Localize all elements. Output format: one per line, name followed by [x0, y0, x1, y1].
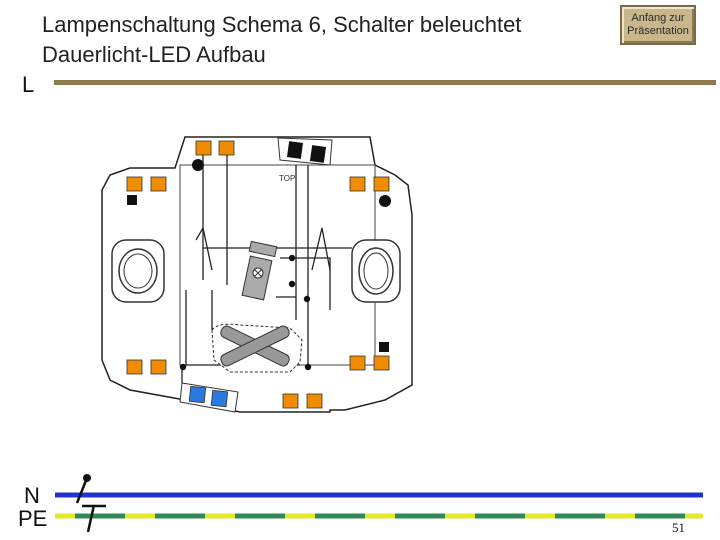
- junction-1: [288, 254, 296, 262]
- terminal-dot-top: [192, 159, 204, 171]
- phase-line-L: [54, 80, 716, 85]
- top-label: TOP: [279, 174, 295, 183]
- terminal-black-2: [309, 145, 327, 163]
- left-mount-hole: [118, 248, 158, 294]
- rocker-cap: [248, 240, 278, 258]
- terminal-orange-1: [195, 140, 212, 156]
- terminal-orange-11: [282, 393, 299, 409]
- page-number: 51: [672, 520, 685, 535]
- junction-2: [288, 280, 296, 288]
- terminal-blue-2: [210, 389, 229, 408]
- terminal-black-1: [286, 141, 304, 159]
- title-line-1: Lampenschaltung Schema 6, Schalter beleu…: [42, 12, 522, 37]
- pe-symbol-stem: [86, 504, 96, 533]
- start-presentation-button[interactable]: Anfang zur Präsentation: [620, 5, 696, 45]
- switch-housing: [101, 136, 413, 413]
- start-presentation-button-label: Anfang zur Präsentation: [627, 12, 689, 37]
- terminal-blue-1: [188, 385, 207, 404]
- terminal-orange-7: [126, 359, 143, 375]
- label-N: N: [24, 483, 40, 508]
- terminal-orange-4: [150, 176, 167, 192]
- terminal-orange-12: [306, 393, 323, 409]
- terminal-dot-right: [379, 195, 391, 207]
- n-switch-lever: [75, 477, 89, 504]
- blue-terminal-block: [179, 382, 239, 413]
- terminal-square-left: [127, 195, 137, 205]
- terminal-orange-2: [218, 140, 235, 156]
- title-line-2: Dauerlicht-LED Aufbau: [42, 42, 266, 67]
- right-mount-hole: [358, 247, 394, 295]
- wire-8: [280, 257, 331, 310]
- label-L: L: [22, 72, 35, 97]
- junction-3: [303, 295, 311, 303]
- terminal-orange-9: [349, 355, 366, 371]
- junction-5: [304, 363, 312, 371]
- contact-left: [195, 226, 213, 271]
- terminal-orange-3: [126, 176, 143, 192]
- junction-4: [179, 363, 187, 371]
- terminal-orange-8: [150, 359, 167, 375]
- label-PE: PE: [18, 506, 48, 531]
- right-mount-inner: [363, 252, 389, 290]
- terminal-orange-6: [373, 176, 390, 192]
- terminal-square-right: [379, 342, 389, 352]
- terminal-orange-10: [373, 355, 390, 371]
- led-lamp-cross: [254, 269, 262, 277]
- terminal-orange-5: [349, 176, 366, 192]
- mechanism-bar-2: [220, 325, 290, 367]
- contact-right: [311, 227, 331, 271]
- left-mount-inner: [123, 253, 153, 289]
- slide-title: Lampenschaltung Schema 6, Schalter beleu…: [42, 10, 602, 70]
